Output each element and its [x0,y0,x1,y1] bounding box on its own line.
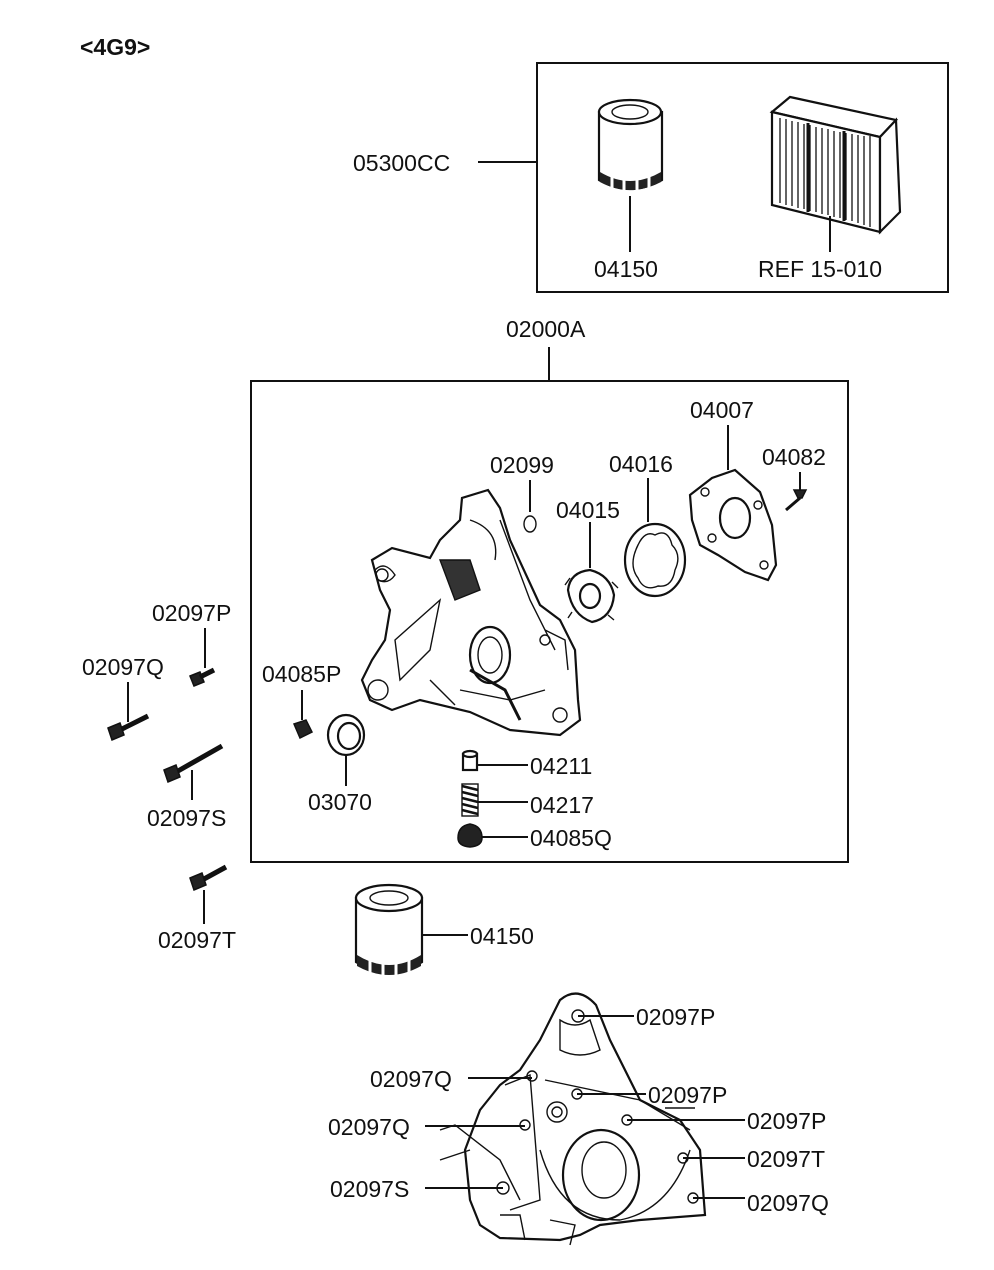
mount-bolt-p2-label: 02097P [648,1082,727,1108]
mount-bolt-p3-label: 02097P [747,1108,826,1134]
part-04211-label: 04211 [530,753,592,779]
part-04082-label: 04082 [762,444,826,470]
pump-assembly-label: 02000A [506,316,586,342]
oil-filter-top-icon [597,98,664,194]
part-04217-label: 04217 [530,792,594,818]
outer-rotor-04016-icon [623,522,687,598]
part-04007-label: 04007 [690,397,754,423]
bolt-02097S-icon [163,743,224,784]
part-04085Q-label: 04085Q [530,825,612,851]
pump-cover-04007-icon [688,468,778,582]
mount-bolt-q2-label: 02097Q [328,1114,410,1140]
bolt-02097Q-icon [107,713,150,742]
part-03070-label: 03070 [308,789,372,815]
mount-bolt-t-label: 02097T [747,1146,825,1172]
part-04085P-label: 04085P [262,661,341,687]
mount-bolt-top-p-label: 02097P [636,1004,715,1030]
oil-seal-03070-icon [326,713,366,757]
plunger-04211-icon [461,749,479,772]
plug-04085P-icon [292,719,314,740]
air-filter-ref-label: REF 15-010 [758,256,882,282]
kit-box [536,62,949,293]
filter-top-label: 04150 [594,256,658,282]
o-ring-02099-icon [523,515,537,533]
bolt-02097P-icon [189,667,216,687]
oil-pump-housing-icon [360,488,582,737]
part-04015-label: 04015 [556,497,620,523]
plug-04085Q-icon [457,823,483,848]
bolt-02097P-label: 02097P [152,600,231,626]
air-filter-icon [769,95,902,235]
pump-assembly-box [250,380,849,863]
bolt-02097Q-label: 02097Q [82,654,164,680]
part-04016-label: 04016 [609,451,673,477]
inner-rotor-04015-icon [564,568,619,624]
oil-filter-bottom-icon [354,883,424,979]
bolt-02097S-label: 02097S [147,805,226,831]
engine-title: <4G9> [80,34,150,60]
part-02099-label: 02099 [490,452,554,478]
mount-bolt-q1-label: 02097Q [370,1066,452,1092]
bolt-02097T-label: 02097T [158,927,236,953]
kit-label: 05300CC [353,150,450,176]
mount-bolt-s-label: 02097S [330,1176,409,1202]
screw-04082-icon [785,489,808,512]
bolt-02097T-icon [189,864,228,892]
spring-04217-icon [461,783,479,817]
filter-bottom-label: 04150 [470,923,534,949]
mount-bolt-q3-label: 02097Q [747,1190,829,1216]
